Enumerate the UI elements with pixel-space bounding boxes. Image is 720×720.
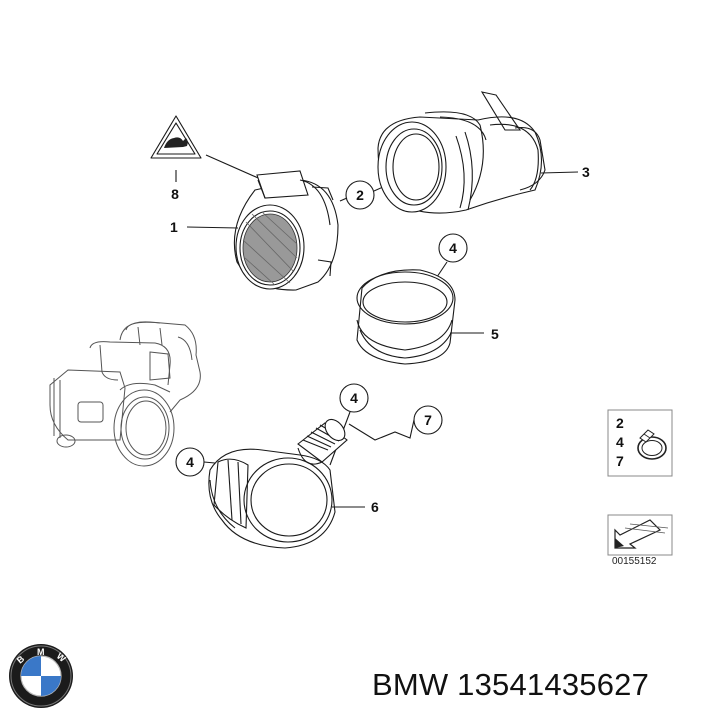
air-mass-meter — [233, 170, 339, 291]
callout-label-7: 7 — [424, 412, 432, 428]
callout-4-left: 4 — [175, 447, 205, 477]
throttle-body — [49, 321, 201, 467]
legend-box: 2 4 7 — [607, 409, 673, 477]
callout-4-middle: 4 — [339, 383, 369, 413]
legend-item-7: 7 — [616, 453, 624, 469]
svg-text:M: M — [37, 647, 45, 657]
part-number-caption: BMW 13541435627 — [372, 667, 650, 702]
callout-2: 2 — [345, 180, 375, 210]
arrow-direction-icon — [614, 519, 669, 549]
callout-label-4a: 4 — [449, 240, 457, 256]
callout-7: 7 — [413, 405, 443, 435]
legend-item-4: 4 — [616, 434, 624, 450]
clamp-ring — [356, 269, 456, 365]
intake-elbow — [208, 418, 348, 549]
callout-label-3: 3 — [582, 164, 590, 180]
drawing-number: 00155152 — [612, 556, 657, 567]
legend-item-2: 2 — [616, 415, 624, 431]
callout-label-2: 2 — [356, 187, 364, 203]
callout-label-4c: 4 — [186, 454, 194, 470]
callout-label-6: 6 — [371, 499, 379, 515]
callout-label-8: 8 — [171, 186, 179, 202]
arrow-direction-box — [607, 514, 673, 556]
intake-boot — [377, 91, 546, 214]
callout-label-5: 5 — [491, 326, 499, 342]
callout-4-upper: 4 — [438, 233, 468, 263]
hose-clamp-icon — [637, 429, 667, 460]
callout-label-4b: 4 — [350, 390, 358, 406]
bmw-logo-icon: B M W — [9, 644, 73, 708]
callout-label-1: 1 — [170, 219, 178, 235]
warning-triangle-icon — [150, 115, 202, 159]
svg-text:B: B — [15, 653, 27, 665]
